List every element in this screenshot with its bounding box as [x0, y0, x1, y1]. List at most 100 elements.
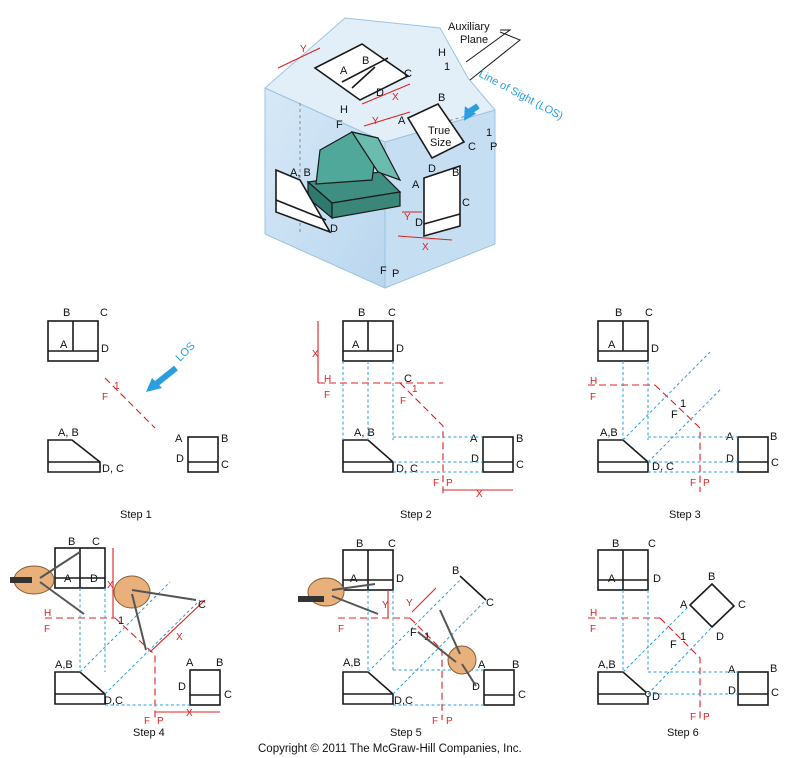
fold-label-f: F	[432, 716, 438, 727]
fold-label-h: H	[340, 104, 348, 116]
label-c: C	[388, 538, 396, 550]
fold-label-p: P	[446, 716, 453, 727]
step-3: B C A D A,B D, C A B D C H F 1 F F P Ste…	[588, 307, 779, 521]
label-dc: D, C	[102, 463, 124, 475]
label-b: B	[452, 565, 459, 577]
fold-label-h: H	[44, 608, 51, 619]
dim-y: Y	[406, 598, 413, 609]
label-b: B	[438, 92, 445, 104]
label-d: D	[90, 573, 98, 585]
label-d: D	[176, 453, 184, 465]
fold-label-1: 1	[114, 381, 120, 392]
label-b: B	[770, 663, 777, 675]
label-a: A	[608, 573, 616, 585]
fold-label-h: H	[590, 376, 597, 387]
label-a: A	[728, 664, 736, 676]
fold-label-f: F	[433, 478, 439, 489]
label-b: B	[708, 571, 715, 583]
fold-label-f: F	[690, 712, 696, 723]
dim-y: Y	[404, 212, 411, 223]
label-d: D	[726, 453, 734, 465]
dim-y: Y	[372, 116, 379, 127]
step-5-caption: Step 5	[390, 727, 422, 739]
label-a: A	[680, 599, 688, 611]
label-b: B	[362, 55, 369, 67]
fold-label-1: 1	[680, 631, 686, 643]
step-2: B C A D A, B D, C A B D C X X H F F 1 C …	[312, 307, 524, 521]
glass-box-pictorial: A B C D True Size A B C D A, B D A B D C	[264, 17, 565, 289]
label-c: C	[468, 141, 476, 153]
label-a: A	[412, 179, 420, 191]
fold-label-f: F	[102, 392, 108, 403]
fold-label-f: F	[590, 392, 596, 403]
label-a: A	[64, 573, 72, 585]
label-ab: A,B	[343, 657, 361, 669]
step-1-caption: Step 1	[120, 509, 152, 521]
label-b: B	[68, 536, 75, 548]
true-size-view	[406, 102, 466, 160]
label-c: C	[738, 599, 746, 611]
step-5: B C A D A,B D,C A B D C B C Y Y F F 1 F …	[298, 538, 526, 739]
label-c: C	[645, 307, 653, 319]
step-2-caption: Step 2	[400, 509, 432, 521]
label-b: B	[512, 659, 519, 671]
step-6-caption: Step 6	[667, 727, 699, 739]
label-dc: D,C	[104, 695, 123, 707]
label-c: C	[404, 68, 412, 80]
fold-label-p: P	[490, 141, 497, 153]
fold-label-f: F	[590, 624, 596, 635]
dim-x: X	[392, 92, 399, 103]
fold-label-f: F	[44, 624, 50, 635]
fold-line-f1	[104, 377, 156, 429]
fold-label-f: F	[690, 478, 696, 489]
fold-label-f: F	[380, 265, 387, 277]
fold-label-1: 1	[412, 384, 418, 395]
label-c: C	[516, 459, 524, 471]
label-b: B	[358, 307, 365, 319]
label-ab: A,B	[55, 659, 73, 671]
true-size-label-2: Size	[430, 137, 451, 149]
dim-x: X	[422, 242, 429, 253]
label-d: D	[428, 163, 436, 175]
dim-y: Y	[382, 600, 389, 611]
dim-x: X	[476, 489, 483, 500]
dim-x: X	[176, 632, 183, 643]
label-a: A	[470, 433, 478, 445]
label-d: D	[396, 343, 404, 355]
label-d: D	[471, 453, 479, 465]
copyright-notice: Copyright © 2011 The McGraw-Hill Compani…	[258, 743, 522, 755]
dim-y: Y	[300, 44, 307, 55]
label-ab: A, B	[290, 167, 311, 179]
label-d: D	[415, 217, 423, 229]
label-d: D	[716, 631, 724, 643]
fold-label-p: P	[446, 478, 453, 489]
label-a: A	[175, 433, 183, 445]
label-a: A	[398, 115, 406, 127]
label-ab: A, B	[58, 427, 79, 439]
fold-label-p: P	[157, 716, 164, 727]
label-b: B	[615, 307, 622, 319]
dim-x: X	[107, 580, 114, 591]
divider-tool-icon	[10, 551, 197, 651]
fold-label-h: H	[438, 47, 446, 59]
fold-label-p: P	[703, 712, 710, 723]
label-d: D	[728, 685, 736, 697]
label-a: A	[608, 339, 616, 351]
fold-label-1: 1	[424, 631, 430, 643]
label-c: C	[221, 459, 229, 471]
fold-label-1: 1	[486, 127, 492, 139]
label-b: B	[516, 433, 523, 445]
label-c: C	[100, 307, 108, 319]
divider-tool-icon	[298, 577, 477, 687]
los-label: LOS	[174, 340, 198, 364]
label-c: C	[404, 373, 412, 385]
fold-label-f: F	[324, 390, 330, 401]
dim-x: X	[186, 708, 193, 719]
label-b: B	[770, 431, 777, 443]
label-a: A	[478, 659, 486, 671]
label-c: C	[462, 197, 470, 209]
true-size-label-1: True	[428, 125, 450, 137]
fold-label-f: F	[338, 624, 344, 635]
fold-label-h: H	[590, 608, 597, 619]
